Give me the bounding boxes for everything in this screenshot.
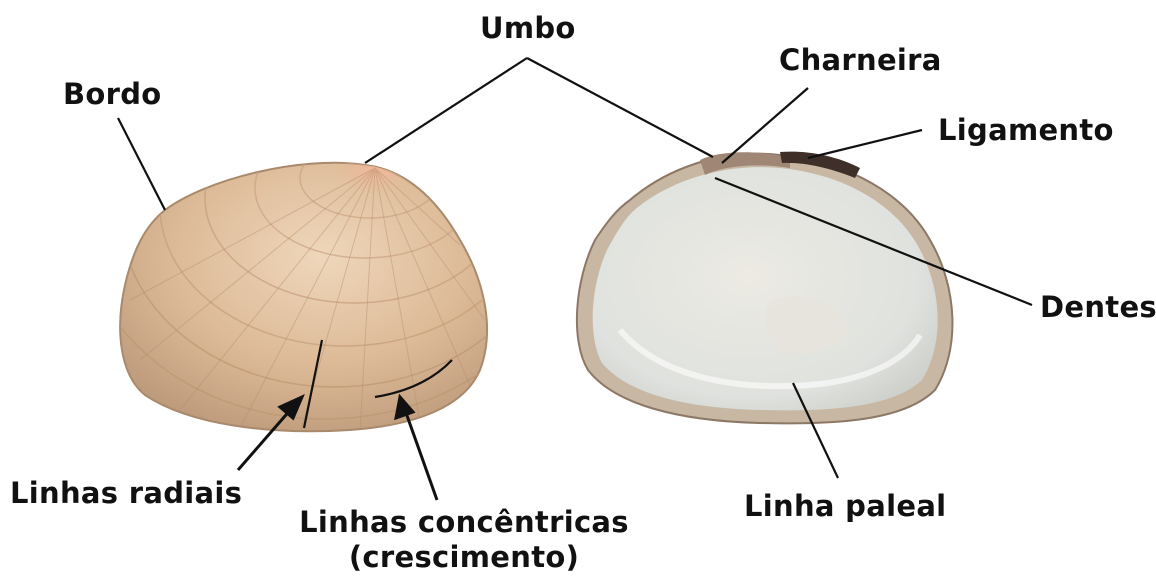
bordo-leader	[118, 118, 165, 210]
exterior-shell	[80, 9, 570, 433]
ligamento-leader	[808, 130, 922, 158]
linhas-concentricas-arrow-shaft	[405, 410, 437, 500]
label-linhas-concentricas-text: Linhas concêntricas	[299, 505, 629, 539]
label-ligamento: Ligamento	[938, 116, 1114, 145]
umbo-leader-right	[527, 58, 713, 157]
label-bordo: Bordo	[63, 80, 162, 109]
label-umbo: Umbo	[480, 14, 576, 43]
label-linhas-radiais: Linhas radiais	[10, 479, 242, 508]
label-crescimento: (crescimento)	[299, 543, 629, 572]
label-linha-paleal: Linha paleal	[744, 492, 946, 521]
label-dentes: Dentes	[1040, 293, 1156, 322]
interior-shell	[577, 152, 953, 424]
label-linhas-concentricas: Linhas concêntricas (crescimento)	[299, 508, 629, 572]
label-charneira: Charneira	[779, 46, 942, 75]
umbo-leader-left	[365, 58, 527, 163]
